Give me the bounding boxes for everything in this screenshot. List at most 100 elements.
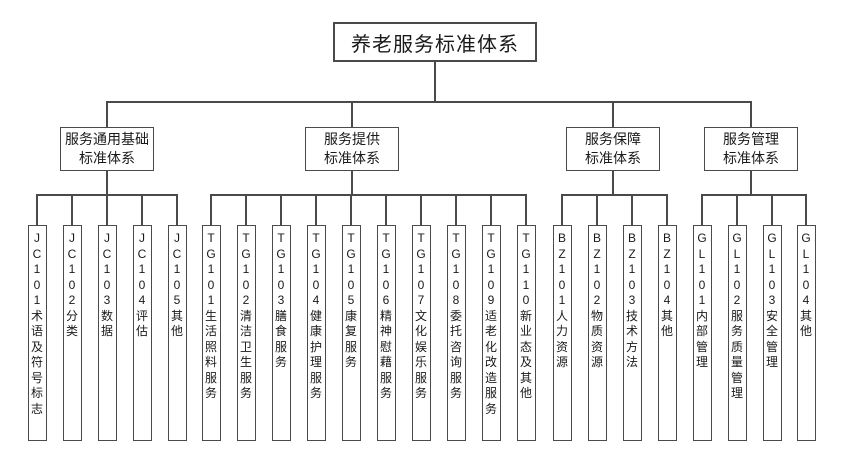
leaf-node-char: 他 xyxy=(519,386,532,400)
leaf-node-char: 语 xyxy=(30,324,43,338)
leaf-node-char: 1 xyxy=(173,262,181,276)
leaf-node-char: T xyxy=(417,231,425,245)
leaf-node-char: 0 xyxy=(207,277,215,292)
connector-group-drop xyxy=(106,171,108,194)
leaf-node-char: 务 xyxy=(449,386,462,400)
group-node: 服务提供标准体系 xyxy=(305,127,399,171)
leaf-node-char: 资 xyxy=(590,339,603,354)
leaf-node-char: 质 xyxy=(730,339,743,354)
group-node-label-line2: 标准体系 xyxy=(324,150,380,166)
leaf-node-char: 神 xyxy=(379,324,392,338)
connector-leaf-stub xyxy=(596,194,598,225)
leaf-node-char: 1 xyxy=(277,262,285,276)
leaf-node-char: Z xyxy=(558,246,566,261)
leaf-node-char: 9 xyxy=(487,293,495,307)
leaf-node-char: 业 xyxy=(519,324,532,338)
leaf-node-char: 其 xyxy=(170,308,183,323)
leaf-node-char: 服 xyxy=(730,308,743,323)
leaf-node-char: 务 xyxy=(239,386,252,400)
leaf-node-char: 1 xyxy=(242,262,250,276)
leaf-node-char: 乐 xyxy=(414,355,427,369)
leaf-node-char: 量 xyxy=(730,355,743,369)
leaf-node-char: 复 xyxy=(344,324,357,338)
leaf-node-char: 5 xyxy=(173,293,181,307)
connector-group-drop xyxy=(750,171,752,194)
leaf-node-char: 料 xyxy=(204,355,217,369)
leaf-node-char: 7 xyxy=(417,293,425,307)
leaf-node-char: 务 xyxy=(730,324,743,338)
leaf-node-char: 服 xyxy=(309,370,322,385)
leaf-node-char: T xyxy=(277,231,285,245)
leaf-node-char: 0 xyxy=(382,277,390,292)
leaf-node-char: 他 xyxy=(170,324,183,338)
leaf-node-char: 健 xyxy=(309,308,322,323)
leaf-node-char: 1 xyxy=(207,293,215,307)
leaf-node-char: 2 xyxy=(733,293,741,307)
leaf-node-char: G xyxy=(732,231,742,245)
leaf-node-char: 5 xyxy=(347,293,355,307)
leaf-node-char: 务 xyxy=(484,401,497,416)
leaf-node-char: G xyxy=(521,246,531,261)
leaf-node-char: 符 xyxy=(30,355,43,369)
leaf-node-char: 务 xyxy=(344,355,357,369)
leaf-node-char: 1 xyxy=(138,262,146,276)
leaf-node-char: 质 xyxy=(590,324,603,338)
leaf-node-char: 1 xyxy=(417,262,425,276)
connector-leaf-stub xyxy=(36,194,38,225)
leaf-node-char: T xyxy=(522,231,530,245)
leaf-node-char: 术 xyxy=(30,308,43,323)
leaf-node-char: 1 xyxy=(312,262,320,276)
leaf-node-char: 0 xyxy=(103,277,111,292)
leaf-node-char: 管 xyxy=(730,370,743,385)
connector-leaf-stub xyxy=(106,194,108,225)
leaf-node-char: 务 xyxy=(309,386,322,400)
leaf-node-char: 数 xyxy=(100,308,113,323)
leaf-node-char: L xyxy=(768,246,776,261)
leaf-node-char: 0 xyxy=(558,277,566,292)
leaf-node-char: 人 xyxy=(555,308,568,323)
leaf-node-char: 0 xyxy=(312,277,320,292)
leaf-node-char: 造 xyxy=(484,370,497,385)
leaf-node-char: 4 xyxy=(312,293,320,307)
leaf-node-char: 4 xyxy=(802,293,810,307)
leaf-node-char: 务 xyxy=(414,386,427,400)
leaf-node-char: 托 xyxy=(449,324,462,338)
connector-leaf-stub xyxy=(666,194,668,225)
leaf-node-char: J xyxy=(69,231,75,245)
leaf-node-char: G xyxy=(451,246,461,261)
leaf-node-char: 0 xyxy=(347,277,355,292)
leaf-node-char: 照 xyxy=(204,339,217,354)
leaf-node-char: G xyxy=(697,231,707,245)
leaf-node-char: 1 xyxy=(698,262,706,276)
connector-group-stub xyxy=(750,101,752,127)
group-node-label-line2: 标准体系 xyxy=(723,150,779,166)
leaf-node-char: J xyxy=(34,231,40,245)
leaf-node-char: 服 xyxy=(414,370,427,385)
leaf-node-char: B xyxy=(662,231,671,245)
leaf-node-char: L xyxy=(802,246,810,261)
leaf-node-char: B xyxy=(557,231,566,245)
root-node-label: 养老服务标准体系 xyxy=(351,33,519,56)
leaf-node-char: 0 xyxy=(522,293,530,307)
leaf-node-char: 委 xyxy=(449,308,462,323)
connector-leaf-stub xyxy=(141,194,143,225)
leaf-node-char: 1 xyxy=(68,262,76,276)
leaf-node-char: 及 xyxy=(30,339,43,354)
leaf-node-char: 术 xyxy=(625,324,638,338)
leaf-node-char: T xyxy=(487,231,495,245)
leaf-node-char: 法 xyxy=(625,355,638,369)
leaf-node-char: 据 xyxy=(100,324,113,338)
leaf-node-char: 估 xyxy=(135,324,148,338)
leaf-node-char: 0 xyxy=(68,277,76,292)
leaf-node-char: G xyxy=(206,246,216,261)
